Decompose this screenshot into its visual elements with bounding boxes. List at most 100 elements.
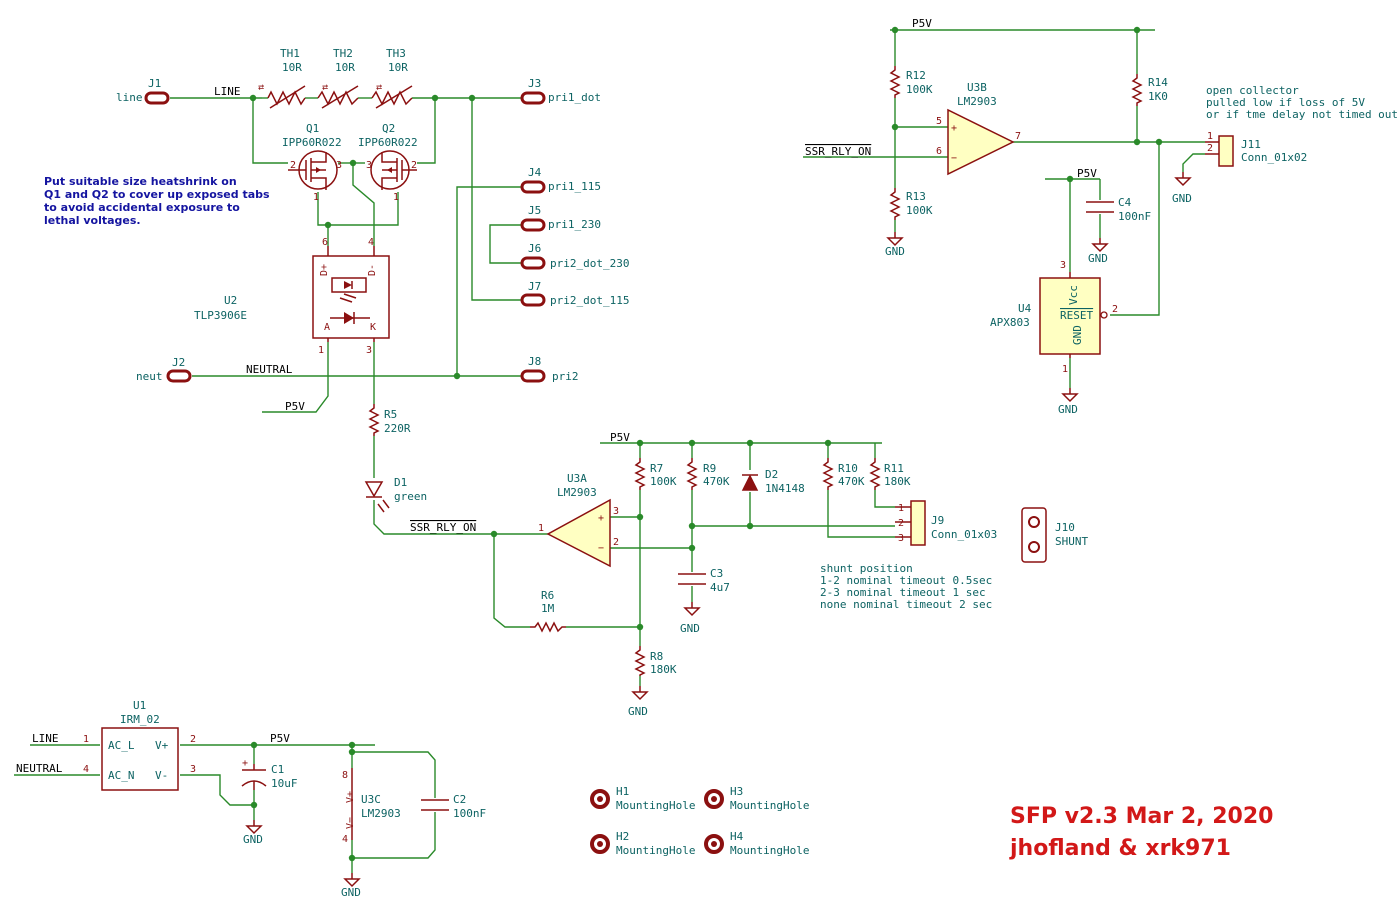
th2-value: 10R xyxy=(335,61,355,74)
svg-text:+: + xyxy=(242,758,248,769)
diode-d2: D2 1N4148 xyxy=(741,468,805,495)
svg-text:5: 5 xyxy=(936,116,942,127)
r8-value: 180K xyxy=(650,663,677,676)
u1-pin-vp: V+ xyxy=(155,739,169,752)
j8-label: pri2 xyxy=(552,370,579,383)
r9-ref: R9 xyxy=(703,462,716,475)
h3-ref: H3 xyxy=(730,785,743,798)
svg-text:pulled low if loss of 5V: pulled low if loss of 5V xyxy=(1206,96,1365,109)
svg-text:1: 1 xyxy=(898,503,904,514)
reset-supervisor-u4: 321 Vcc RESET GND U4 APX803 xyxy=(990,260,1118,375)
svg-text:to avoid accidental exposure t: to avoid accidental exposure to xyxy=(44,201,240,214)
j3-ref: J3 xyxy=(528,77,541,90)
u3b-value: LM2903 xyxy=(957,95,997,108)
svg-text:7: 7 xyxy=(1015,131,1021,142)
j4-ref: J4 xyxy=(528,166,542,179)
net-p5v-timing: P5V xyxy=(610,431,630,444)
svg-text:3: 3 xyxy=(613,506,619,517)
svg-text:1: 1 xyxy=(83,734,89,745)
svg-text:K: K xyxy=(370,322,376,333)
r9-value: 470K xyxy=(703,475,730,488)
svg-text:2: 2 xyxy=(1112,304,1118,315)
mounting-hole-h3: H3 MountingHole xyxy=(704,785,809,812)
j5-ref: J5 xyxy=(528,204,541,217)
net-p5v-u2: P5V xyxy=(285,400,305,413)
svg-text:or if tme delay not timed out: or if tme delay not timed out xyxy=(1206,108,1398,121)
j9-value: Conn_01x03 xyxy=(931,528,997,541)
j2-ref: J2 xyxy=(172,356,185,369)
svg-text:V−: V− xyxy=(345,817,356,829)
heatshrink-note: Put suitable size heatshrink on Q1 and Q… xyxy=(44,175,270,227)
resistor-r7: R7 100K xyxy=(634,458,677,490)
svg-text:shunt position: shunt position xyxy=(820,562,913,575)
c1-value: 10uF xyxy=(271,777,298,790)
r6-ref: R6 xyxy=(541,589,554,602)
svg-text:6: 6 xyxy=(936,146,942,157)
svg-text:3: 3 xyxy=(366,345,372,356)
j3-label: pri1_dot xyxy=(548,91,601,104)
d1-value: green xyxy=(394,490,427,503)
wires xyxy=(14,29,1205,873)
resistor-r11: R11 180K xyxy=(869,458,911,490)
j11-ref: J11 xyxy=(1241,138,1261,151)
j2-label: neut xyxy=(136,370,163,383)
svg-text:1: 1 xyxy=(538,523,544,534)
u4-pin-vcc: Vcc xyxy=(1067,285,1080,305)
connector-j9: 123 J9 Conn_01x03 xyxy=(895,500,997,546)
resistor-r5: R5 220R xyxy=(368,404,411,436)
c4-ref: C4 xyxy=(1118,196,1132,209)
resistor-r12: R12 100K xyxy=(889,66,933,98)
j5-label: pri1_230 xyxy=(548,218,601,231)
connector-j5: J5 pri1_230 xyxy=(520,204,601,232)
u3a-value: LM2903 xyxy=(557,486,597,499)
j10-ref: J10 xyxy=(1055,521,1075,534)
svg-text:4: 4 xyxy=(342,834,348,845)
j6-label: pri2_dot_230 xyxy=(550,257,629,270)
u1-pin-acl: AC_L xyxy=(108,739,135,752)
svg-text:+: + xyxy=(598,513,604,524)
svg-text:2: 2 xyxy=(613,537,619,548)
shunt-position-note: shunt position 1-2 nominal timeout 0.5se… xyxy=(820,562,992,611)
net-p5v-top: P5V xyxy=(912,17,932,30)
gnd-label-c1: GND xyxy=(243,833,263,846)
connector-j11: 12 J11 Conn_01x02 xyxy=(1205,131,1307,167)
c2-value: 100nF xyxy=(453,807,486,820)
junctions xyxy=(249,26,1163,862)
resistor-r9: R9 470K xyxy=(686,458,730,490)
j4-label: pri1_115 xyxy=(548,180,601,193)
j8-ref: J8 xyxy=(528,355,541,368)
j11-value: Conn_01x02 xyxy=(1241,151,1307,164)
svg-text:2-3 nominal timeout 1 sec: 2-3 nominal timeout 1 sec xyxy=(820,586,986,599)
svg-text:4: 4 xyxy=(368,237,374,248)
u4-value: APX803 xyxy=(990,316,1030,329)
comparator-u3c: 84 V+ V− U3C LM2903 xyxy=(342,768,401,845)
r12-ref: R12 xyxy=(906,69,926,82)
svg-text:2: 2 xyxy=(190,734,196,745)
power-module-u1: 14 23 AC_L AC_N V+ V- U1 IRM_02 xyxy=(83,699,196,791)
connector-j10: J10 SHUNT xyxy=(1021,507,1088,563)
comparator-u3a: +− 321 U3A LM2903 xyxy=(538,472,619,568)
j7-label: pri2_dot_115 xyxy=(550,294,629,307)
r10-ref: R10 xyxy=(838,462,858,475)
capacitor-c2: C2 100nF xyxy=(421,793,486,820)
u2-ref: U2 xyxy=(224,294,237,307)
u3c-ref: U3C xyxy=(361,793,381,806)
svg-text:open collector: open collector xyxy=(1206,84,1299,97)
r12-value: 100K xyxy=(906,83,933,96)
u3c-value: LM2903 xyxy=(361,807,401,820)
q1-value: IPP60R022 xyxy=(282,136,342,149)
j9-ref: J9 xyxy=(931,514,944,527)
mounting-hole-h2: H2 MountingHole xyxy=(590,830,695,857)
th3-ref: TH3 xyxy=(386,47,406,60)
svg-text:−: − xyxy=(598,543,604,554)
resistor-r6: R6 1M xyxy=(530,589,566,633)
svg-text:none nominal timeout 2 sec: none nominal timeout 2 sec xyxy=(820,598,992,611)
h1-ref: H1 xyxy=(616,785,629,798)
mounting-hole-h1: H1 MountingHole xyxy=(590,785,695,812)
connector-j2: J2 neut xyxy=(136,356,192,383)
svg-text:1: 1 xyxy=(1207,131,1213,142)
led-d1: D1 green xyxy=(364,476,427,513)
j7-ref: J7 xyxy=(528,280,541,293)
gnd-label-c3: GND xyxy=(680,622,700,635)
thermistor-th2: ⇄ TH2 10R xyxy=(317,47,359,109)
